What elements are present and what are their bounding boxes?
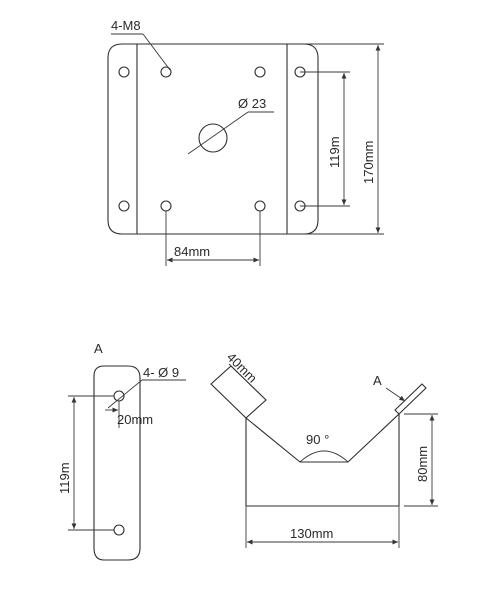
plate-hole bbox=[160, 200, 172, 212]
side-hole-leader bbox=[107, 379, 143, 409]
view-marker-arrow bbox=[385, 387, 406, 402]
plate-hole bbox=[118, 200, 130, 212]
hole-callout-leader bbox=[142, 33, 171, 71]
v-bracket-view: 90 ° 40mm A 80mm 130mm bbox=[210, 350, 438, 548]
angle-arc bbox=[299, 450, 349, 463]
center-hole bbox=[198, 123, 228, 153]
plate-hole bbox=[254, 200, 266, 212]
dim-84-label: 84mm bbox=[174, 244, 210, 259]
v-body-inner bbox=[245, 413, 400, 463]
left-flange bbox=[210, 365, 267, 419]
dim-20-label: 20mm bbox=[117, 412, 153, 427]
top-plate-view: Ø 23 4-M8 84mm 119m 170mm bbox=[107, 18, 384, 266]
angle-label: 90 ° bbox=[306, 432, 329, 447]
dim-40-line bbox=[228, 363, 265, 399]
plate-hole bbox=[254, 66, 266, 78]
center-hole-label: Ø 23 bbox=[238, 96, 266, 111]
side-plate-outline bbox=[93, 365, 141, 561]
dim-130-label: 130mm bbox=[290, 526, 333, 541]
dim-119-label: 119m bbox=[327, 136, 342, 168]
plate-hole bbox=[160, 66, 172, 78]
view-label-a: A bbox=[94, 341, 103, 356]
hole-callout-label: 4-M8 bbox=[111, 18, 141, 33]
side-view-a: A 4- Ø 9 20mm 119m bbox=[57, 341, 186, 561]
dim-170-label: 170mm bbox=[361, 141, 376, 184]
side-hole-bottom bbox=[113, 524, 125, 536]
side-hole-label: 4- Ø 9 bbox=[143, 365, 179, 380]
plate-hole bbox=[118, 66, 130, 78]
side-dim-label: 119m bbox=[57, 462, 72, 494]
right-flange bbox=[394, 383, 427, 415]
dim-80-label: 80mm bbox=[415, 446, 430, 482]
center-hole-leader bbox=[187, 111, 249, 155]
view-marker-a: A bbox=[373, 373, 382, 388]
